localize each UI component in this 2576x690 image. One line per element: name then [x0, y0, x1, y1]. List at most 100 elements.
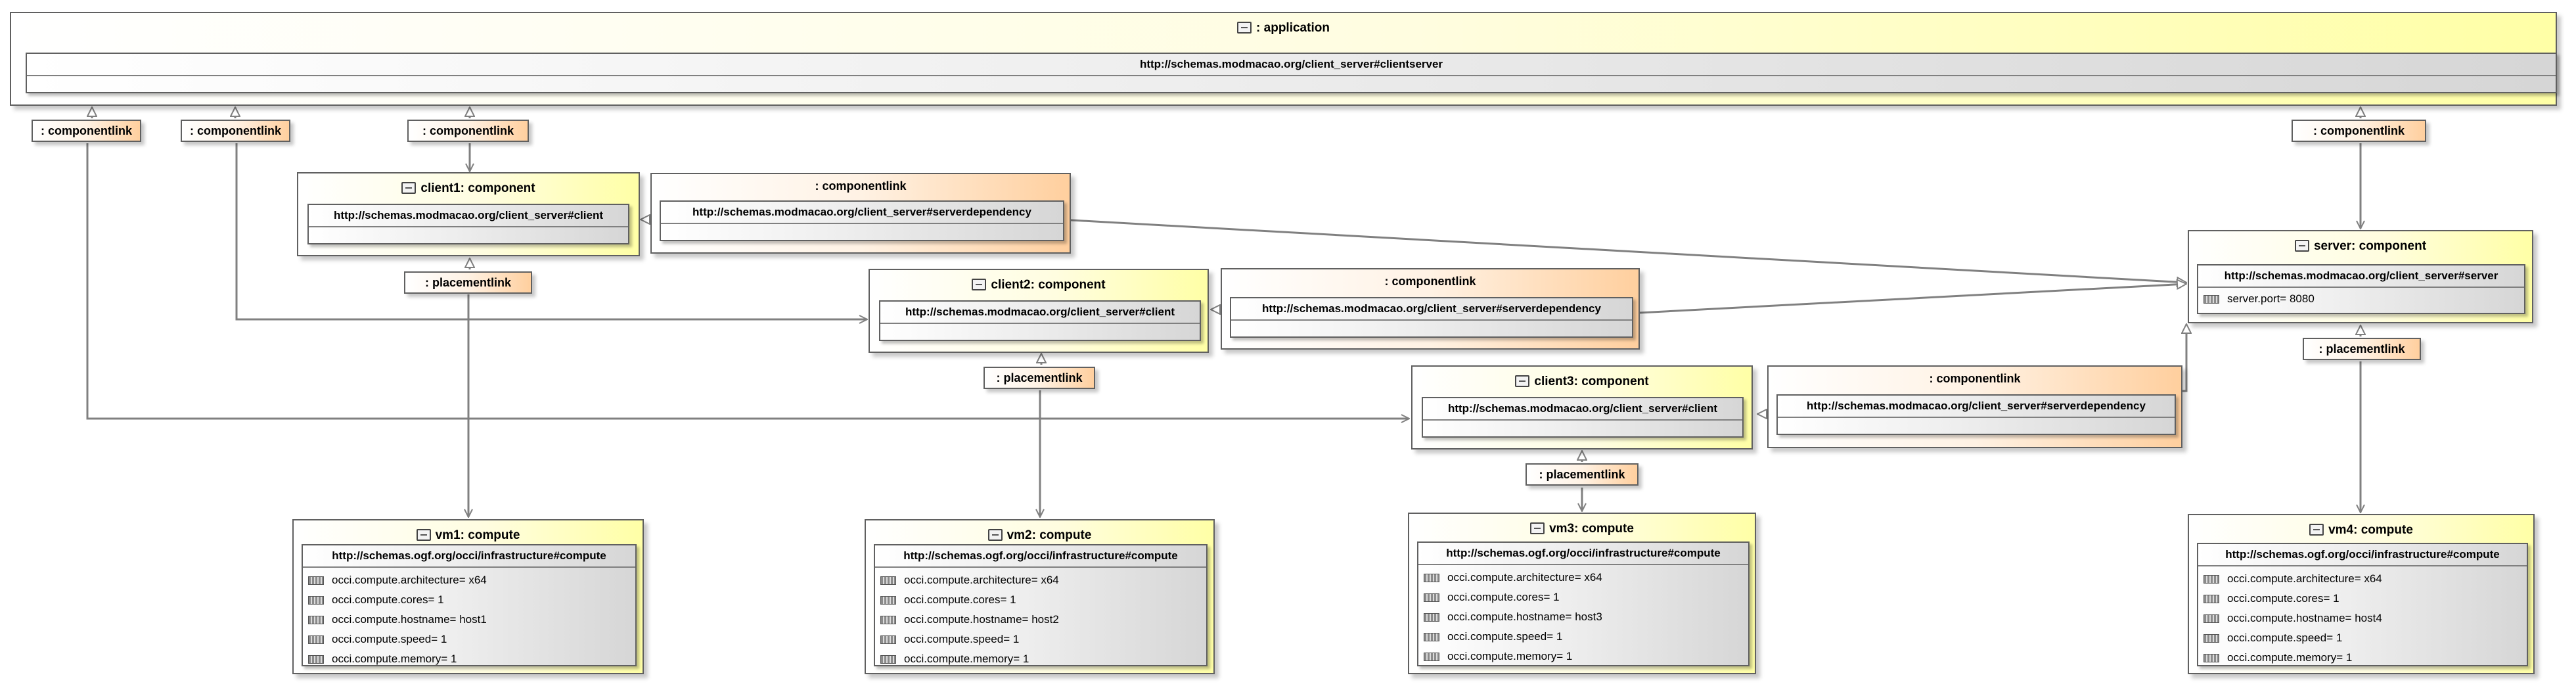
- vm1-node[interactable]: vm1: compute http://schemas.ogf.org/occi…: [292, 519, 644, 674]
- vm3-kind: http://schemas.ogf.org/occi/infrastructu…: [1418, 543, 1748, 565]
- attribute-icon: [2203, 574, 2219, 584]
- client3-node[interactable]: client3: component http://schemas.modmac…: [1411, 365, 1753, 449]
- attribute-row: occi.compute.architecture= x64: [880, 570, 1201, 590]
- componentlink-label: : componentlink: [1929, 372, 2021, 385]
- attribute-row: occi.compute.hostname= host4: [2203, 609, 2521, 628]
- dependency-kind: http://schemas.modmacao.org/client_serve…: [661, 202, 1063, 224]
- vm4-cores: occi.compute.cores= 1: [2227, 592, 2339, 605]
- vm1-hostname: occi.compute.hostname= host1: [332, 613, 487, 626]
- vm4-kind-box: http://schemas.ogf.org/occi/infrastructu…: [2197, 543, 2528, 666]
- attribute-row: occi.compute.architecture= x64: [2203, 569, 2521, 589]
- vm4-node[interactable]: vm4: compute http://schemas.ogf.org/occi…: [2188, 514, 2535, 674]
- attribute-icon: [880, 635, 896, 644]
- server-title: server: component: [2313, 239, 2427, 253]
- componentlink-1[interactable]: : componentlink: [32, 120, 141, 142]
- attribute-icon: [1424, 573, 1439, 582]
- serverdependency-link-3[interactable]: : componentlink http://schemas.modmacao.…: [1767, 365, 2182, 448]
- attribute-icon: [1424, 593, 1439, 602]
- serverdependency-link-1[interactable]: : componentlink http://schemas.modmacao.…: [650, 173, 1071, 254]
- server-kind-box: http://schemas.modmacao.org/client_serve…: [2197, 264, 2525, 314]
- vm2-kind: http://schemas.ogf.org/occi/infrastructu…: [875, 545, 1206, 568]
- server-port: server.port= 8080: [2227, 292, 2315, 305]
- attribute-icon: [308, 615, 324, 624]
- componentlink-2[interactable]: : componentlink: [181, 120, 290, 142]
- vm4-hostname: occi.compute.hostname= host4: [2227, 612, 2382, 624]
- placementlink-4[interactable]: : placementlink: [2303, 338, 2421, 360]
- attribute-row: occi.compute.cores= 1: [1424, 587, 1743, 607]
- component-icon: [401, 182, 417, 194]
- componentlink-4[interactable]: : componentlink: [2292, 120, 2426, 142]
- attribute-row: occi.compute.memory= 1: [308, 649, 630, 669]
- attribute-icon: [308, 595, 324, 605]
- client2-node[interactable]: client2: component http://schemas.modmac…: [869, 269, 1209, 353]
- compute-icon: [2309, 524, 2324, 536]
- client2-kind-box: http://schemas.modmacao.org/client_serve…: [879, 300, 1201, 341]
- attribute-row: occi.compute.cores= 1: [308, 590, 630, 610]
- attribute-row: occi.compute.hostname= host1: [308, 610, 630, 630]
- placementlink-3[interactable]: : placementlink: [1525, 463, 1638, 486]
- vm3-node[interactable]: vm3: compute http://schemas.ogf.org/occi…: [1408, 513, 1756, 674]
- dependency-kind-box: http://schemas.modmacao.org/client_serve…: [1776, 394, 2176, 435]
- compute-icon: [1530, 522, 1545, 534]
- vm2-cores: occi.compute.cores= 1: [904, 593, 1016, 606]
- attribute-row: occi.compute.memory= 1: [1424, 647, 1743, 666]
- attribute-icon: [1424, 632, 1439, 641]
- vm2-node[interactable]: vm2: compute http://schemas.ogf.org/occi…: [865, 519, 1215, 674]
- placementlink-label: : placementlink: [424, 275, 512, 289]
- placementlink-1[interactable]: : placementlink: [404, 271, 532, 294]
- server-node[interactable]: server: component http://schemas.modmaca…: [2188, 230, 2533, 323]
- placementlink-2[interactable]: : placementlink: [983, 367, 1095, 389]
- componentlink-label: : componentlink: [2313, 124, 2405, 137]
- vm2-title: vm2: compute: [1006, 528, 1092, 542]
- serverdependency-link-2[interactable]: : componentlink http://schemas.modmacao.…: [1221, 268, 1640, 350]
- vm3-speed: occi.compute.speed= 1: [1447, 630, 1563, 643]
- attribute-row: occi.compute.speed= 1: [308, 630, 630, 649]
- application-node[interactable]: : application http://schemas.modmacao.or…: [10, 12, 2557, 106]
- vm3-memory: occi.compute.memory= 1: [1447, 650, 1573, 662]
- attribute-row: occi.compute.speed= 1: [2203, 628, 2521, 648]
- componentlink-label: : componentlink: [41, 124, 132, 137]
- vm1-cores: occi.compute.cores= 1: [332, 593, 444, 606]
- dependency-kind: http://schemas.modmacao.org/client_serve…: [1778, 396, 2175, 418]
- attribute-row: occi.compute.memory= 1: [880, 649, 1201, 669]
- edge-cl1-client3: [86, 143, 1409, 419]
- attribute-icon: [880, 595, 896, 605]
- dependency-kind-box: http://schemas.modmacao.org/client_serve…: [1230, 297, 1633, 338]
- vm3-title: vm3: compute: [1549, 522, 1634, 536]
- vm1-architecture: occi.compute.architecture= x64: [332, 574, 487, 586]
- component-icon: [1237, 22, 1252, 34]
- vm4-title: vm4: compute: [2328, 523, 2413, 537]
- dependency-kind-box: http://schemas.modmacao.org/client_serve…: [660, 200, 1064, 241]
- attribute-row: occi.compute.memory= 1: [2203, 648, 2521, 668]
- vm3-kind-box: http://schemas.ogf.org/occi/infrastructu…: [1417, 541, 1750, 666]
- client3-kind: http://schemas.modmacao.org/client_serve…: [1423, 398, 1742, 421]
- component-icon: [1515, 375, 1530, 387]
- vm4-kind: http://schemas.ogf.org/occi/infrastructu…: [2198, 544, 2527, 566]
- componentlink-label: : componentlink: [422, 124, 514, 137]
- attribute-row: server.port= 8080: [2203, 289, 2519, 309]
- dependency-kind: http://schemas.modmacao.org/client_serve…: [1231, 298, 1632, 321]
- attribute-icon: [308, 576, 324, 585]
- attribute-row: occi.compute.speed= 1: [880, 630, 1201, 649]
- client1-node[interactable]: client1: component http://schemas.modmac…: [297, 172, 640, 256]
- vm3-architecture: occi.compute.architecture= x64: [1447, 571, 1602, 584]
- vm2-kind-box: http://schemas.ogf.org/occi/infrastructu…: [874, 544, 1208, 666]
- attribute-row: occi.compute.hostname= host2: [880, 610, 1201, 630]
- attribute-icon: [308, 655, 324, 664]
- attribute-icon: [1424, 652, 1439, 661]
- application-kind-box: http://schemas.modmacao.org/client_serve…: [26, 53, 2557, 93]
- attribute-icon: [2203, 594, 2219, 603]
- attribute-icon: [2203, 653, 2219, 662]
- componentlink-3[interactable]: : componentlink: [407, 120, 529, 142]
- vm3-cores: occi.compute.cores= 1: [1447, 591, 1560, 603]
- attribute-row: occi.compute.architecture= x64: [308, 570, 630, 590]
- vm1-title: vm1: compute: [435, 528, 520, 542]
- attribute-icon: [2203, 633, 2219, 643]
- edge-dep2-server: [1638, 284, 2186, 314]
- client3-title: client3: component: [1534, 375, 1649, 388]
- placementlink-label: : placementlink: [1539, 467, 1625, 481]
- client1-kind: http://schemas.modmacao.org/client_serve…: [309, 205, 628, 227]
- attribute-icon: [308, 635, 324, 644]
- componentlink-label: : componentlink: [190, 124, 281, 137]
